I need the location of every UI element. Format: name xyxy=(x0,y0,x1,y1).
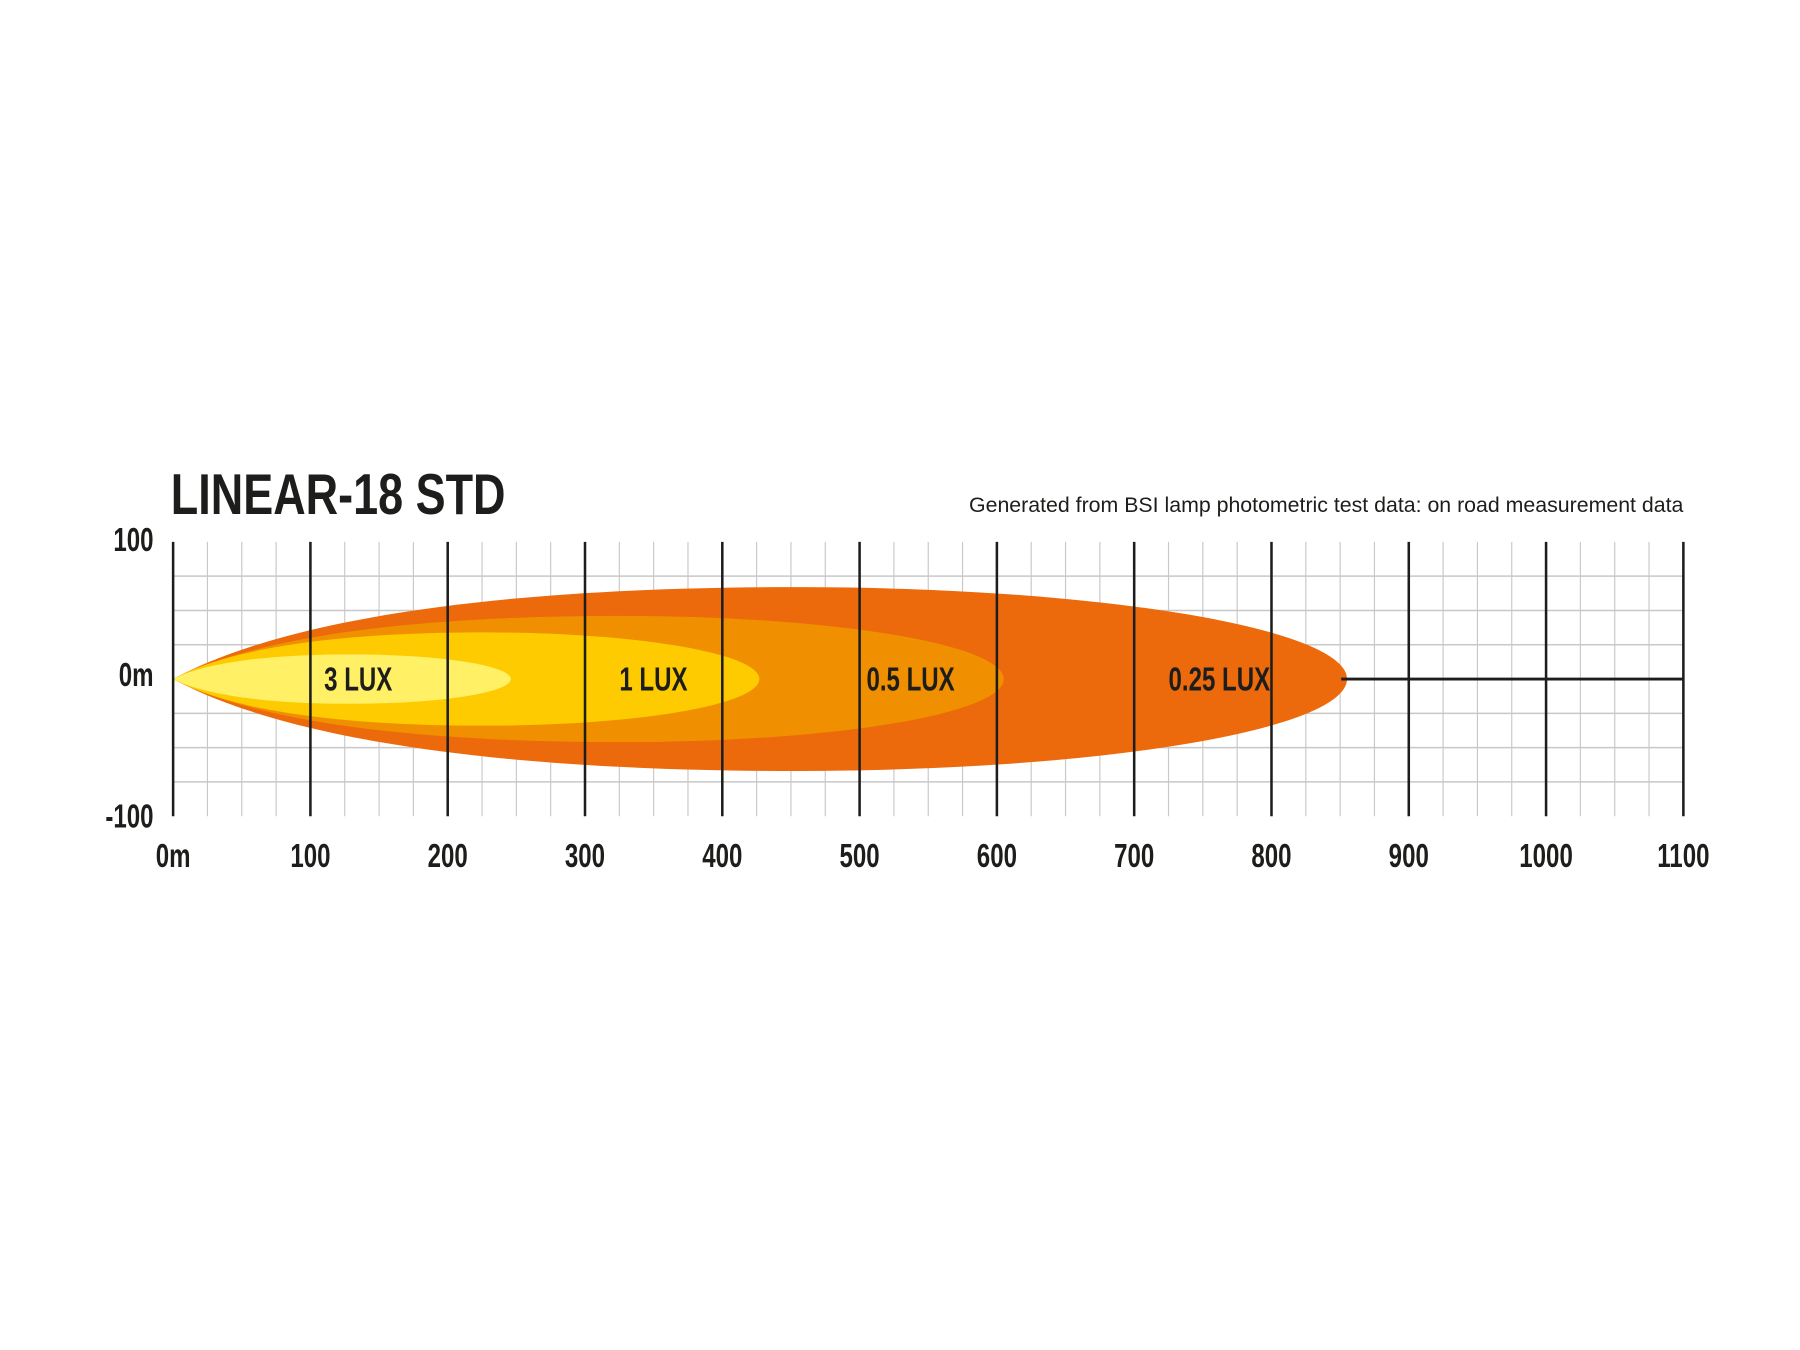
beams xyxy=(173,587,1347,771)
x-tick-label: 400 xyxy=(702,838,742,875)
x-tick-label: 200 xyxy=(428,838,468,875)
x-tick-label: 700 xyxy=(1114,838,1154,875)
axes: 0m 100 200 300 400 500 600 700 800 900 1000 1100 100… xyxy=(105,522,1709,875)
beam-labels: 0.25 LUX 0.5 LUX 1 LUX 3 LUX xyxy=(324,662,1271,699)
x-tick-label: 600 xyxy=(977,838,1017,875)
beam-label: 0.25 LUX xyxy=(1169,662,1271,699)
x-tick-label: 800 xyxy=(1251,838,1291,875)
x-tick-label: 1000 xyxy=(1519,838,1573,875)
x-tick-label: 100 xyxy=(290,838,330,875)
x-tick-label: 300 xyxy=(565,838,605,875)
y-tick-label: 0m xyxy=(119,657,154,694)
y-tick-label: 100 xyxy=(113,522,153,559)
chart-subtitle: Generated from BSI lamp photometric test… xyxy=(969,493,1683,517)
x-tick-label: 0m xyxy=(156,838,191,875)
beam-label: 0.5 LUX xyxy=(866,662,955,699)
x-tick-label: 1100 xyxy=(1657,838,1709,875)
y-tick-label: -100 xyxy=(105,799,153,836)
x-tick-label: 500 xyxy=(840,838,880,875)
chart-title: LINEAR-18 STD xyxy=(171,462,506,527)
beam-label: 3 LUX xyxy=(324,662,393,699)
x-tick-label: 900 xyxy=(1389,838,1429,875)
beam-3-lux xyxy=(173,654,511,704)
beam-label: 1 LUX xyxy=(619,662,688,699)
